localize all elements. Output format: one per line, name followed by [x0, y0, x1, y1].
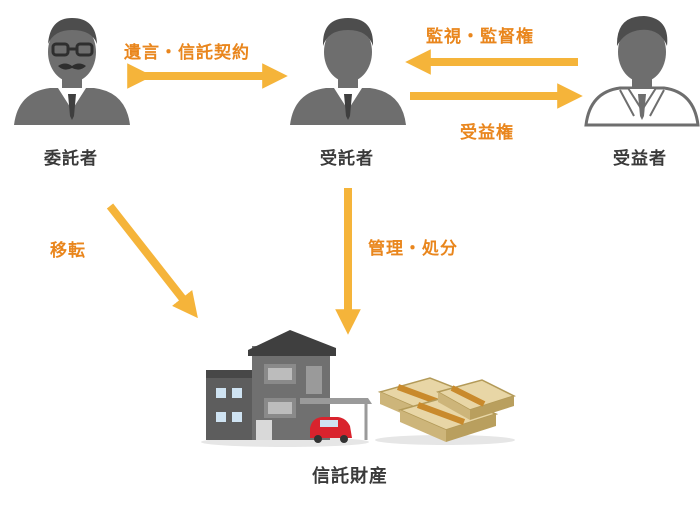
arrow-settlor-to-property — [106, 203, 198, 319]
money-bundles-icon — [375, 377, 516, 445]
house-icon — [201, 330, 372, 447]
label-beneficiary-to-trustee: 監視・監督権 — [426, 27, 534, 47]
beneficiary-person-icon — [584, 16, 700, 127]
node-trustee-label: 受託者 — [320, 149, 374, 169]
settlor-person-icon — [14, 18, 130, 125]
node-trust-property-label: 信託財産 — [312, 466, 388, 487]
label-trustee-to-property: 管理・処分 — [368, 239, 458, 259]
label-settlor-to-property: 移転 — [50, 241, 86, 261]
node-settlor-label: 委託者 — [44, 149, 98, 169]
trustee-person-icon — [290, 18, 406, 125]
node-beneficiary-label: 受益者 — [613, 149, 667, 169]
label-settlor-trustee: 遺言・信託契約 — [124, 43, 250, 63]
label-trustee-to-beneficiary: 受益権 — [460, 123, 514, 143]
